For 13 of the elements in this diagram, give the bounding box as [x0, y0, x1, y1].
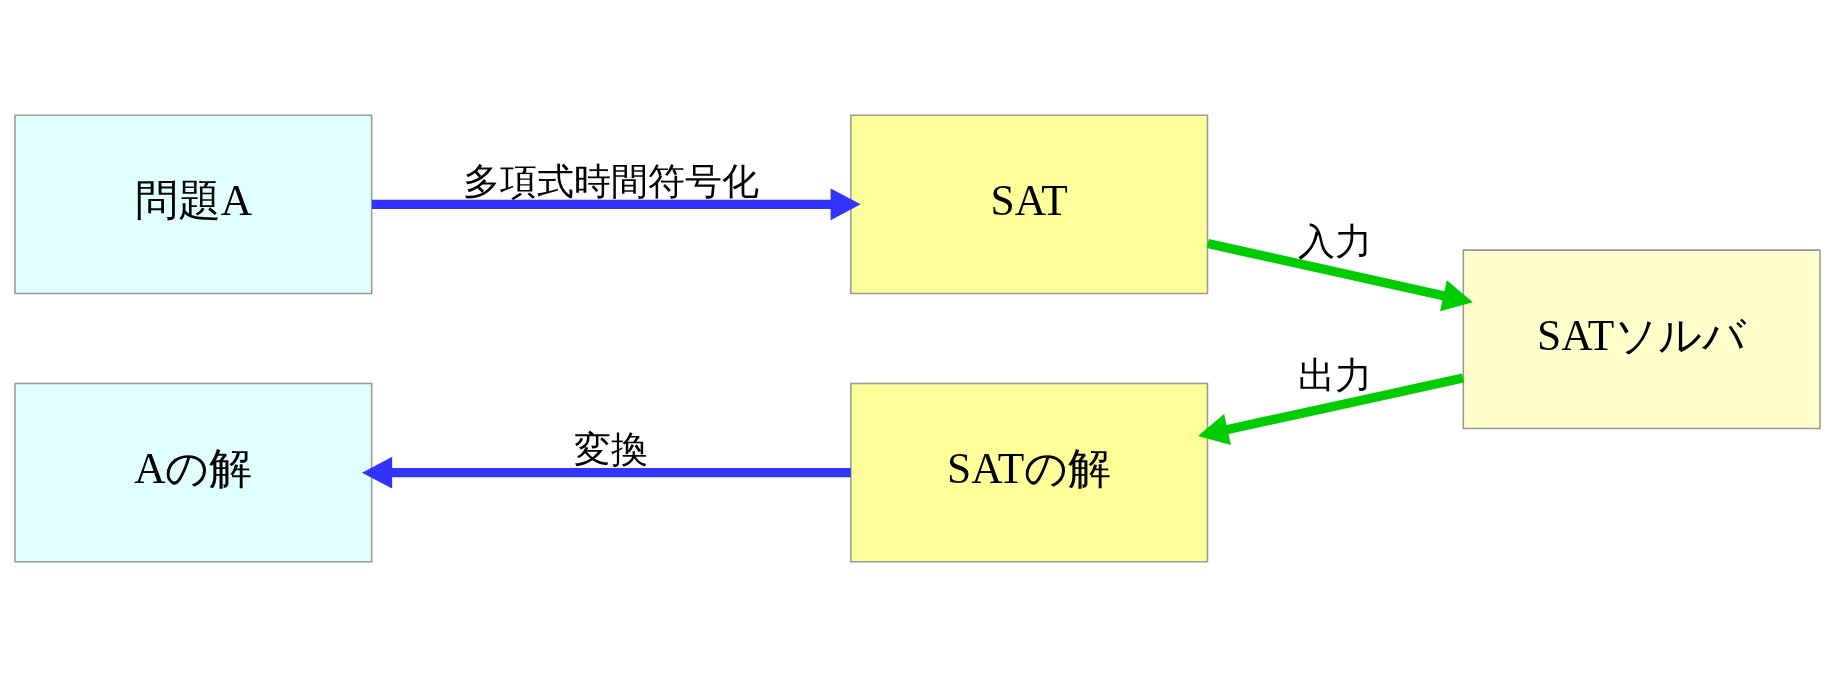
edge-label: 変換 [574, 426, 649, 471]
arrow [372, 188, 861, 220]
edge-label: 出力 [1298, 352, 1373, 397]
node-box: SAT [850, 113, 1209, 294]
edge-label: 多項式時間符号化 [463, 158, 760, 203]
node-box: 問題A [14, 113, 373, 294]
edge-label: 入力 [1298, 218, 1373, 263]
arrow [1198, 372, 1465, 445]
node-box: SATの解 [850, 382, 1209, 563]
node-box: SATソルバ [1462, 248, 1821, 429]
node-box: Aの解 [14, 382, 373, 563]
arrow [1206, 238, 1473, 311]
arrow [362, 456, 851, 488]
